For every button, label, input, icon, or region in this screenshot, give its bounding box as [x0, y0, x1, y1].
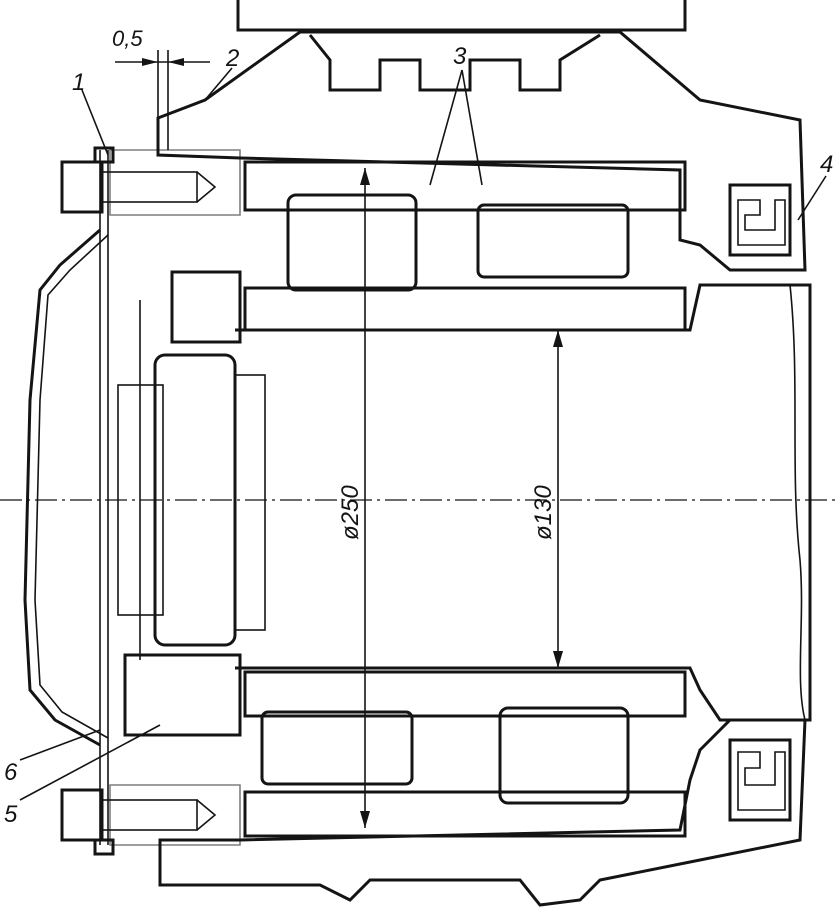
part-label-1: 1: [72, 69, 85, 96]
bolt-lower: [60, 788, 217, 856]
upper-rollers: [286, 193, 630, 292]
lower-bearing-rings: [243, 670, 687, 838]
dimension-inner-diameter: [553, 330, 563, 668]
part-label-3: 3: [453, 43, 467, 70]
mounting-base-outline: [236, 0, 687, 32]
lock-nut-assembly: [117, 300, 266, 660]
bolt-upper: [60, 146, 217, 214]
part-label-4: 4: [820, 151, 833, 178]
lower-rollers: [260, 706, 630, 805]
clamp-ring: [123, 270, 242, 737]
part-label-2: 2: [225, 45, 239, 72]
shaft: [235, 283, 812, 722]
housing-upper-shell: [156, 30, 807, 272]
dimension-gap-tolerance: [115, 50, 210, 150]
tolerance-label: 0,5: [112, 26, 143, 51]
leader-lines: [19, 67, 827, 801]
dimension-outer-diameter: [360, 168, 370, 828]
inner-diameter-label: ø130: [530, 485, 557, 540]
part-label-6: 6: [4, 759, 18, 786]
outer-diameter-label: ø250: [337, 485, 364, 540]
upper-bearing-rings: [243, 160, 687, 332]
labyrinth-seal-upper: [728, 183, 792, 257]
part-label-5: 5: [4, 801, 18, 828]
housing-lower-shell: [158, 718, 807, 907]
end-cover: [23, 150, 109, 845]
labyrinth-seal-lower: [728, 738, 792, 822]
flange: [109, 149, 241, 846]
